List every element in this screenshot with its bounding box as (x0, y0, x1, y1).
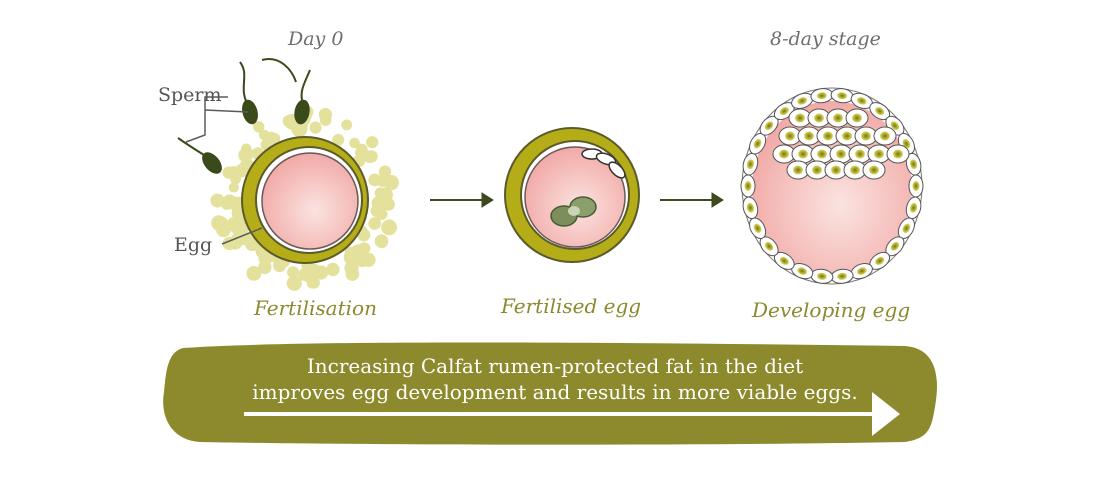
blastomere-cell (829, 144, 853, 164)
blastomere-cell (805, 160, 829, 180)
blastomere-cell (788, 108, 812, 128)
developing-egg (740, 87, 924, 285)
caption-fertilisation: Fertilisation (254, 296, 377, 320)
blastomere-cell (791, 92, 814, 110)
blastomere-cell (791, 262, 814, 280)
sperm-icon (177, 58, 311, 174)
blastomere-cell (845, 108, 869, 128)
blastomere-cell (772, 144, 796, 164)
cumulus-cell (258, 260, 272, 275)
cumulus-cell (379, 196, 391, 208)
fertilisation-egg (210, 105, 399, 291)
cumulus-cell (332, 133, 345, 146)
cumulus-cell (258, 129, 270, 141)
egg-zona-1 (241, 136, 369, 264)
arrow-right-icon (660, 192, 724, 208)
caption-developing-egg: Developing egg (752, 298, 911, 322)
cumulus-cell (376, 236, 388, 248)
cumulus-cell (216, 222, 231, 238)
cumulus-cell (326, 262, 340, 277)
cumulus-cell (355, 147, 367, 159)
label-day0: Day 0 (288, 28, 344, 50)
banner-line-2: improves egg development and results in … (252, 380, 858, 404)
cumulus-cell (269, 133, 281, 145)
blastomere-cell (740, 174, 756, 198)
cumulus-cell (376, 175, 389, 187)
blastomere-cell (835, 126, 859, 146)
cumulus-cell (341, 119, 353, 131)
cumulus-cell (286, 275, 302, 291)
cumulus-cell (222, 166, 235, 179)
cumulus-cell (232, 209, 246, 223)
cumulus-cell (308, 276, 320, 289)
cumulus-cell (381, 219, 397, 236)
cumulus-cell (210, 193, 225, 208)
blastomere-cell (867, 144, 891, 164)
arrow-right-icon (430, 192, 494, 208)
cumulus-cell (378, 165, 392, 178)
blastomere-cell (886, 144, 910, 164)
blastomere-cell (869, 102, 891, 121)
label-sperm: Sperm (158, 84, 222, 106)
blastomere-cell (797, 126, 821, 146)
cumulus-cell (359, 230, 370, 242)
blastomere-cell (810, 144, 834, 164)
cumulus-cell (349, 137, 360, 149)
cumulus-cell (241, 143, 252, 154)
blastomere-cell (791, 144, 815, 164)
cumulus-cell (235, 163, 249, 178)
cumulus-cell (345, 267, 360, 281)
cumulus-cell (287, 266, 299, 279)
cumulus-cell (273, 259, 287, 273)
blastomere-cell (843, 160, 867, 180)
cumulus-cell (246, 266, 262, 281)
cumulus-cell (368, 217, 382, 230)
sperm-leader (185, 96, 249, 143)
caption-fertilised-egg: Fertilised egg (501, 294, 642, 318)
blastomere-cell (850, 92, 873, 110)
cumulus-cell (343, 249, 360, 266)
label-egg: Egg (174, 234, 213, 256)
cumulus-cell (312, 268, 323, 279)
cumulus-cell (253, 121, 265, 133)
cumulus-cell (309, 121, 322, 134)
banner-line-1: Increasing Calfat rumen-protected fat in… (306, 354, 804, 378)
label-8-day-stage: 8-day stage (770, 28, 881, 50)
cumulus-cell (319, 114, 332, 126)
cumulus-cell (366, 136, 379, 149)
blastomere-cell (905, 152, 922, 176)
blastomere-cell (830, 268, 854, 284)
cumulus-cell (365, 150, 378, 163)
blastomere-cell (826, 108, 850, 128)
banner (163, 342, 937, 445)
blastomere-cell (908, 174, 924, 198)
blastomere-cell (749, 132, 767, 155)
blastomere-cell (810, 88, 834, 104)
banner-arrow-head (872, 392, 900, 436)
pronuclei (550, 196, 597, 227)
blastomere-cell (742, 196, 759, 220)
cumulus-cell (228, 182, 239, 193)
blastomere-cell (824, 160, 848, 180)
blastomere-cell (778, 126, 802, 146)
blastomere-cell (862, 160, 886, 180)
blastomere-cell (873, 126, 897, 146)
cumulus-cell (228, 196, 243, 211)
blastomere-cell (773, 251, 795, 270)
egg-leader (221, 227, 263, 245)
blastomere-cell (830, 88, 854, 104)
fertilised-egg (504, 127, 640, 263)
cumulus-cell (375, 208, 388, 220)
blastomere-cell (885, 236, 905, 257)
